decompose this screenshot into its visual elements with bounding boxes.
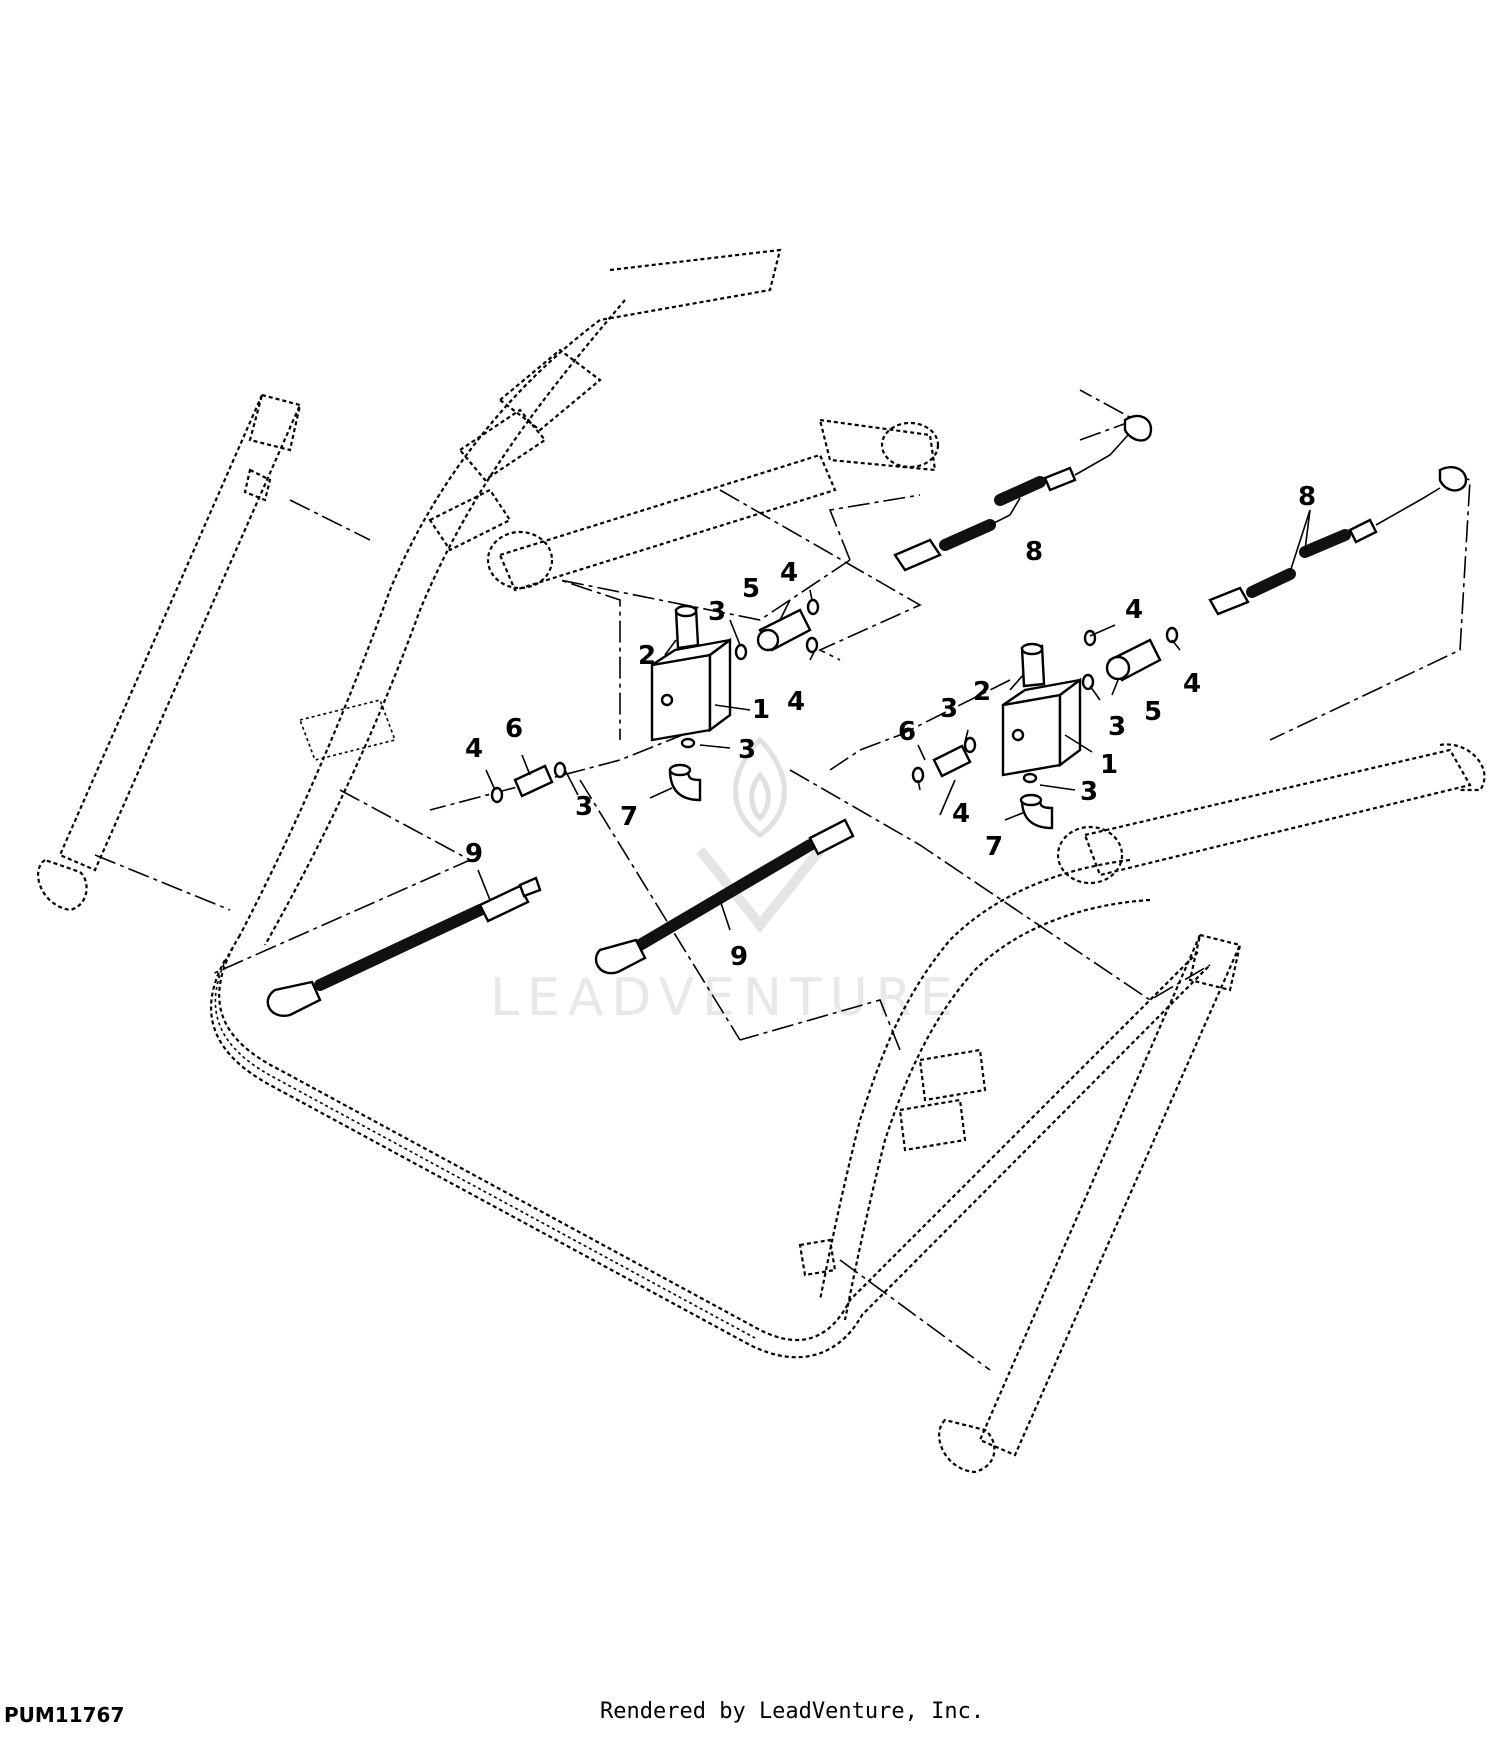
callout-3-left-top: 3 [708, 597, 726, 627]
render-credit: Rendered by LeadVenture, Inc. [600, 1699, 985, 1724]
o-ring[interactable] [734, 643, 748, 661]
hoses [266, 414, 1468, 1017]
callout-4-right-top: 4 [1125, 595, 1143, 625]
callout-4-left-top: 4 [780, 558, 798, 588]
o-ring[interactable] [806, 598, 820, 616]
callout-leaders [477, 497, 1311, 931]
callout-3-right-bottom: 3 [1080, 777, 1098, 807]
callout-4-left-adapter: 4 [465, 734, 483, 764]
watermark-text: LEADVENTURE [490, 968, 961, 1028]
right-valve-assembly [911, 626, 1179, 830]
callout-8-upper-right: 8 [1298, 482, 1316, 512]
leadventure-watermark: LEADVENTURE [490, 736, 961, 1028]
callout-5-right: 5 [1144, 697, 1162, 727]
valve-block-right[interactable] [1001, 693, 1062, 777]
figure-id: PUM11767 [4, 1703, 125, 1727]
frame-ghost [37, 248, 1486, 1474]
hose-fitting[interactable] [1208, 586, 1250, 616]
adapter-left[interactable] [513, 764, 554, 798]
hose-8-right-a[interactable] [1246, 568, 1296, 598]
callout-3-right-top: 3 [940, 694, 958, 724]
callout-6-left: 6 [505, 714, 523, 744]
callout-5-left: 5 [742, 574, 760, 604]
callout-3-left-adapter: 3 [575, 792, 593, 822]
left-valve-assembly [490, 598, 820, 804]
hose-fitting[interactable] [893, 538, 942, 572]
callout-1-left: 1 [752, 695, 770, 725]
callout-2-right: 2 [973, 677, 991, 707]
callout-6-right: 6 [898, 717, 916, 747]
o-ring[interactable] [680, 737, 696, 749]
watermark-v-mark [696, 846, 824, 934]
callout-1-right: 1 [1100, 750, 1118, 780]
callout-4-right-tee: 4 [1183, 669, 1201, 699]
o-ring[interactable] [553, 761, 567, 779]
callout-3-right-block: 3 [1108, 712, 1126, 742]
hose-8-left-a[interactable] [939, 519, 996, 551]
o-ring[interactable] [1081, 673, 1095, 691]
callout-7-right: 7 [985, 832, 1003, 862]
o-ring[interactable] [1022, 772, 1038, 784]
callout-4-right-adapter: 4 [952, 799, 970, 829]
callout-8-upper-left: 8 [1025, 537, 1043, 567]
o-ring[interactable] [911, 766, 925, 784]
hose-8-left-b[interactable] [994, 476, 1046, 506]
callout-9-left: 9 [465, 839, 483, 869]
watermark-flame-icon [733, 736, 787, 839]
callout-3-left-block: 3 [738, 735, 756, 765]
hose-8-right-b[interactable] [1299, 529, 1351, 558]
valve-block-left[interactable] [650, 653, 712, 742]
hose-9-left[interactable] [314, 904, 486, 991]
callout-labels: 1 1 2 2 3 3 3 3 3 3 4 4 4 4 4 4 5 5 6 6 … [465, 482, 1316, 972]
o-ring[interactable] [1165, 626, 1179, 644]
o-ring[interactable] [1083, 629, 1097, 647]
o-ring[interactable] [805, 636, 819, 654]
o-ring[interactable] [490, 786, 504, 804]
adapter-right[interactable] [932, 744, 972, 778]
hose-9-middle[interactable] [634, 839, 816, 951]
callout-7-left: 7 [620, 802, 638, 832]
callout-4-left-tee: 4 [787, 687, 805, 717]
callout-9-middle: 9 [730, 942, 748, 972]
callout-2-left: 2 [638, 641, 656, 671]
o-ring[interactable] [963, 736, 977, 754]
